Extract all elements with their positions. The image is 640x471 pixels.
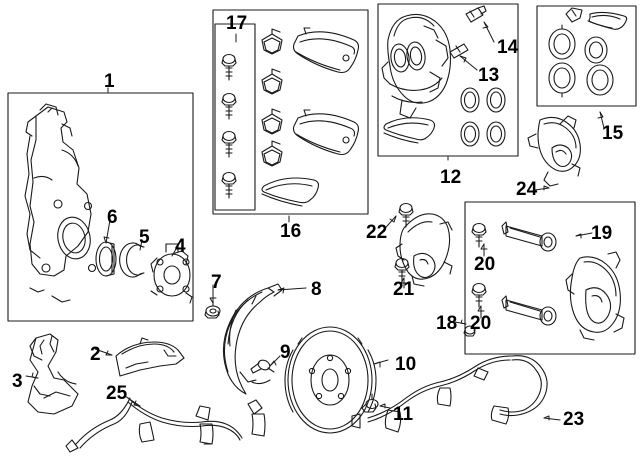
callout-20-upper[interactable]: 20 xyxy=(474,254,496,275)
callout-12[interactable]: 12 xyxy=(440,167,462,188)
abs-sensor-left xyxy=(65,397,266,453)
pad-lower xyxy=(292,109,360,156)
callout-20-lower[interactable]: 20 xyxy=(470,313,492,334)
pad-hardware-bolts xyxy=(221,53,237,199)
caliper-bracket-mid xyxy=(394,202,453,287)
leader-lines xyxy=(25,21,605,421)
callout-24[interactable]: 24 xyxy=(516,179,538,200)
pad-clips xyxy=(261,28,283,167)
clip-4 xyxy=(261,140,283,167)
callout-22[interactable]: 22 xyxy=(366,222,388,243)
bleeder-cap xyxy=(465,5,487,23)
guide-pin-long-upper xyxy=(501,221,557,252)
bolt-3 xyxy=(221,130,237,158)
piston-seal-kit xyxy=(548,7,628,98)
splash-shield xyxy=(27,333,79,415)
backing-plate xyxy=(222,283,283,395)
callout-23[interactable]: 23 xyxy=(563,409,585,430)
caliper-housing xyxy=(381,5,506,147)
callout-2[interactable]: 2 xyxy=(90,344,101,365)
clip-3 xyxy=(261,108,283,135)
rotor-retaining-screw xyxy=(361,393,379,413)
caliper-bracket-large xyxy=(565,251,625,341)
caliper-bleeder xyxy=(449,43,469,59)
bolt-4 xyxy=(221,171,237,199)
dust-shield-bracket xyxy=(115,337,185,377)
wheel-hub xyxy=(150,243,193,304)
callout-17[interactable]: 17 xyxy=(226,13,248,34)
abs-sensor-right xyxy=(351,355,548,433)
guide-pin-long-lower xyxy=(501,295,557,326)
callout-6[interactable]: 6 xyxy=(107,207,118,228)
callout-4[interactable]: 4 xyxy=(175,236,186,257)
rotor-screw xyxy=(250,359,275,374)
steering-knuckle-box xyxy=(7,92,194,322)
pad-bolt-column-box xyxy=(214,23,256,211)
callout-9[interactable]: 9 xyxy=(280,342,291,363)
bolt-1 xyxy=(221,53,237,81)
callout-21[interactable]: 21 xyxy=(393,279,415,300)
callout-8[interactable]: 8 xyxy=(311,279,322,300)
callout-11[interactable]: 11 xyxy=(393,404,414,425)
clip-2 xyxy=(261,68,283,95)
caliper-bolt-upper xyxy=(398,202,414,228)
callout-19[interactable]: 19 xyxy=(591,223,613,244)
caliper-bolt-lower xyxy=(394,257,410,283)
callout-13[interactable]: 13 xyxy=(478,65,500,86)
bracket-bolt-small xyxy=(463,325,476,337)
callout-25[interactable]: 25 xyxy=(106,383,128,404)
steering-knuckle xyxy=(24,103,97,303)
callout-15[interactable]: 15 xyxy=(602,123,624,144)
pad-upper xyxy=(292,27,360,74)
callout-18[interactable]: 18 xyxy=(436,313,458,334)
caliper-bracket-assembly xyxy=(471,221,625,341)
guide-pin-bolt-lower xyxy=(471,282,487,308)
brake-rotor xyxy=(284,326,377,434)
pad-shim xyxy=(261,177,320,207)
callout-1[interactable]: 1 xyxy=(104,71,115,92)
pad-hardware-kit-box xyxy=(212,9,369,215)
caliper-bracket-box xyxy=(464,201,636,355)
callout-3[interactable]: 3 xyxy=(12,371,23,392)
caliper-housing-box xyxy=(377,3,519,157)
brake-pads xyxy=(261,27,360,207)
piston-seal-kit-box xyxy=(536,5,637,107)
callout-10[interactable]: 10 xyxy=(395,354,417,375)
callout-7[interactable]: 7 xyxy=(211,272,222,293)
wheel-bearing xyxy=(95,241,117,277)
guide-pin-bolt-upper xyxy=(471,222,487,248)
callout-16[interactable]: 16 xyxy=(280,221,302,242)
hub-bolt xyxy=(204,300,221,319)
callout-14[interactable]: 14 xyxy=(497,37,519,58)
callout-5[interactable]: 5 xyxy=(139,227,150,248)
bolt-2 xyxy=(221,92,237,120)
clip-1 xyxy=(261,28,283,55)
caliper-bracket-small xyxy=(527,115,581,187)
